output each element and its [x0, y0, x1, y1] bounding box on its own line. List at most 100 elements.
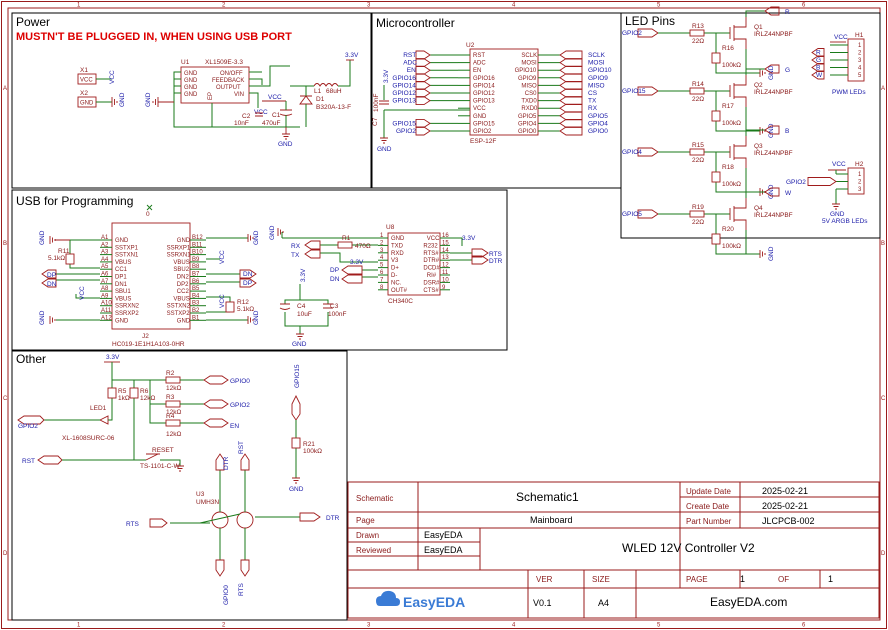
usb-net-vcc-right: VCC — [219, 250, 226, 264]
r2-net-gpio0: GPIO0 — [230, 378, 250, 385]
gate-resistor[interactable] — [689, 29, 705, 37]
u8-pin-name: NC. — [391, 280, 402, 286]
h1-pin-number: 2 — [858, 51, 862, 57]
pulldown-resistor[interactable] — [711, 110, 721, 122]
usb-net-gnd-right2: GND — [253, 310, 260, 325]
mosfet-symbol[interactable] — [729, 17, 747, 49]
u1-regulator[interactable] — [180, 66, 250, 104]
ch340-net-tx: TX — [291, 252, 300, 259]
j2-pin-number: B5 — [192, 286, 200, 292]
j2-pin-number: A10 — [101, 301, 112, 307]
u2-pin-label: GPIO9 — [518, 76, 537, 82]
led-section-title: LED Pins — [625, 14, 675, 28]
j2-pin-name: SSRXP1 — [167, 245, 191, 251]
pulldown-resistor[interactable] — [711, 171, 721, 183]
gate-resistor[interactable] — [689, 148, 705, 156]
r11-resistor[interactable] — [65, 253, 75, 265]
h1-pin-number: 1 — [858, 43, 862, 49]
reset-switch[interactable] — [145, 453, 160, 461]
r3-resistor[interactable] — [165, 400, 181, 408]
x1-pin-label: VCC — [80, 78, 93, 84]
h1-net: W — [816, 72, 823, 79]
h2-connector[interactable] — [847, 167, 865, 195]
pulldown-resistor[interactable] — [711, 52, 721, 64]
frame-row-labels: A B C D A B C D — [3, 86, 886, 557]
c7-designator: C7 — [372, 117, 379, 126]
reset-label: RESET — [152, 447, 174, 454]
gate-resistor-value: 22Ω — [692, 157, 704, 164]
u8-ch340c[interactable] — [387, 232, 441, 296]
u8-pin-name: TXD — [391, 243, 404, 249]
row-label: C — [3, 396, 8, 402]
r5-resistor[interactable] — [107, 387, 117, 399]
mosfet-symbol[interactable] — [729, 198, 747, 230]
u1-designator: U1 — [181, 59, 190, 66]
j2-noconnect-marker — [146, 204, 153, 211]
c7-value: 100nF — [373, 94, 380, 112]
ch340-net-dp: DP — [330, 267, 339, 274]
h1-net: G — [816, 57, 821, 64]
h2-label: 5V ARGB LEDs — [822, 218, 868, 225]
d1-diode[interactable] — [299, 95, 313, 105]
usb-net-gnd-left2: GND — [39, 310, 46, 325]
r21-resistor[interactable] — [291, 437, 301, 449]
mosfet-symbol[interactable] — [729, 136, 747, 168]
r6-resistor[interactable] — [129, 387, 139, 399]
mosfet-symbol[interactable] — [729, 75, 747, 107]
c4-value: 10uF — [297, 311, 312, 318]
led1-led[interactable] — [98, 415, 109, 425]
c7-capacitor[interactable] — [379, 100, 389, 105]
r1-value: 470Ω — [355, 243, 371, 250]
u2-right-net: GPIO9 — [588, 75, 608, 82]
r12-resistor[interactable] — [225, 301, 235, 313]
r2-resistor[interactable] — [165, 376, 181, 384]
u1-pin: ON/OFF — [220, 71, 243, 77]
u3-net-dtr-top: DTR — [223, 456, 230, 470]
mosfet-part: IRLZ44NPBF — [754, 89, 793, 96]
c1-capacitor[interactable] — [279, 109, 293, 116]
tb-site[interactable]: EasyEDA.com — [710, 595, 787, 609]
col-label: 3 — [367, 623, 371, 629]
u2-pin-label: VCC — [473, 106, 486, 112]
usb-net-dn-left: DN — [47, 281, 57, 288]
tb-of-value: 1 — [828, 574, 833, 584]
u2-pin-label: ADC — [473, 61, 486, 67]
u8-designator: U8 — [386, 224, 395, 231]
u2-right-net: GPIO4 — [588, 120, 608, 127]
u2-left-net: ADC — [403, 60, 417, 67]
mosfet-designator: Q2 — [754, 82, 763, 89]
gate-resistor[interactable] — [689, 87, 705, 95]
pulldown-resistor[interactable] — [711, 233, 721, 245]
u2-esp12f[interactable] — [469, 48, 539, 136]
u2-pin-label: MOSI — [521, 61, 537, 67]
h2-net-vcc: VCC — [832, 161, 846, 168]
other-net-3v3: 3.3V — [106, 354, 120, 361]
frame-column-labels: 1 2 3 4 5 6 1 2 3 4 5 6 — [77, 3, 806, 629]
r2-value: 12kΩ — [166, 385, 181, 392]
c4-capacitor[interactable] — [279, 303, 291, 310]
l1-inductor[interactable] — [313, 83, 339, 87]
gate-resistor[interactable] — [689, 210, 705, 218]
j2-pin-number: B7 — [192, 272, 200, 278]
pulldown-resistor-value: 100kΩ — [722, 120, 741, 127]
r11-designator: R11 — [58, 248, 70, 255]
j2-pin-name: DP1 — [115, 275, 127, 281]
u1-pin: OUTPUT — [216, 85, 241, 91]
u2-pin-label: GPIO10 — [515, 68, 537, 74]
led1-part: XL-1608SURC-06 — [62, 435, 115, 442]
r4-resistor[interactable] — [165, 419, 181, 427]
usb-net-vcc-left: VCC — [79, 286, 86, 300]
r4-value: 12kΩ — [166, 431, 181, 438]
tb-page-label: Page — [356, 516, 375, 525]
u2-right-net: GPIO10 — [588, 67, 612, 74]
c2-capacitor[interactable] — [255, 112, 263, 117]
usb-section-title: USB for Programming — [16, 194, 133, 208]
u1-pin: GND — [184, 85, 198, 91]
r1-resistor[interactable] — [337, 241, 353, 249]
tb-size-label: SIZE — [592, 575, 610, 584]
usb-net-dp-left: DP — [47, 272, 56, 279]
tb-schematic-value: Schematic1 — [516, 490, 579, 504]
c3-capacitor[interactable] — [323, 303, 333, 309]
tb-of-label: OF — [778, 575, 789, 584]
h1-connector[interactable] — [847, 38, 865, 82]
